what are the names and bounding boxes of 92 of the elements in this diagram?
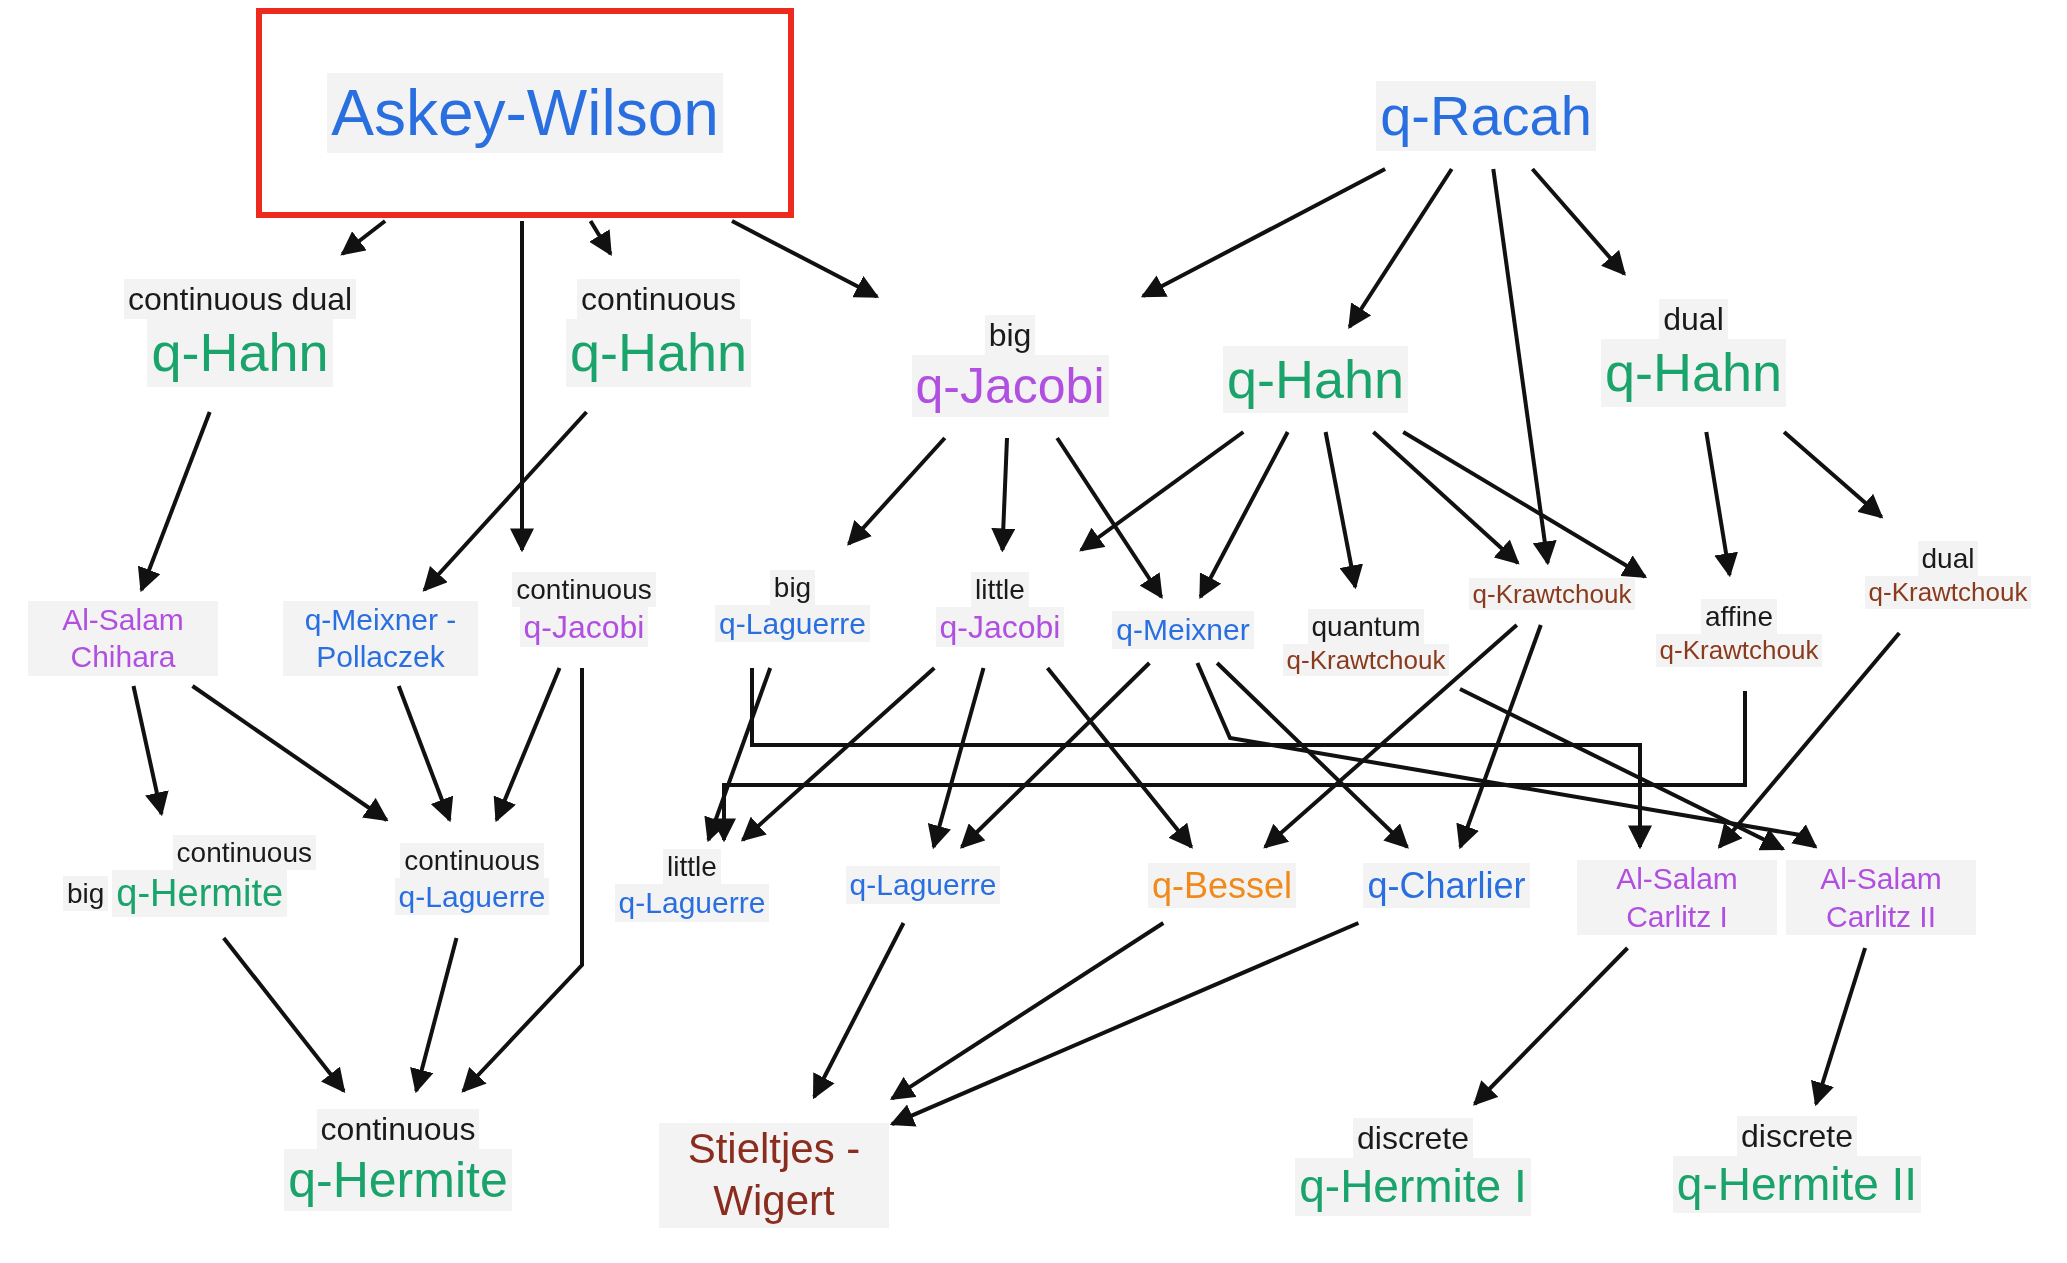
arrow: [1473, 946, 1629, 1106]
polynomial-name: q-Krawtchouk: [1864, 576, 2032, 609]
qualifier-text: continuous: [400, 842, 544, 878]
polynomial-name: q-Hermite: [284, 1148, 512, 1212]
arrow: [1456, 624, 1543, 850]
polynomial-name: q-Laguerre: [614, 884, 770, 922]
arrow: [493, 667, 562, 823]
arrow: [1704, 431, 1738, 578]
arrow: [1079, 430, 1245, 552]
polynomial-name: Stieltjes - Wigert: [659, 1122, 889, 1228]
qualifier-text: discrete: [1736, 1115, 1857, 1156]
arrow: [712, 691, 1747, 843]
arrow: [1459, 687, 1786, 851]
arrow: [191, 684, 389, 822]
arrow: [1195, 662, 1818, 849]
qualifier-text: continuous: [316, 1108, 480, 1149]
arrow: [510, 221, 534, 553]
arrow: [960, 661, 1151, 849]
polynomial-name: q-Krawtchouk: [1468, 577, 1636, 611]
polynomial-name: q-Charlier: [1363, 862, 1530, 908]
arrow: [1198, 431, 1290, 600]
arrow: [890, 921, 1165, 1101]
arrow: [1045, 666, 1193, 849]
arrow: [1530, 167, 1626, 276]
arrow: [461, 668, 584, 1093]
arrow: [1215, 661, 1409, 849]
qualifier-text: discrete: [1352, 1118, 1473, 1159]
arrow: [422, 410, 588, 592]
polynomial-name: q-Hermite II: [1672, 1155, 1922, 1214]
arrow: [1323, 431, 1363, 590]
polynomial-name: q-Meixner: [1112, 611, 1254, 649]
arrow: [1140, 167, 1387, 298]
polynomial-name: q-Hahn: [565, 319, 752, 387]
arrow: [1372, 430, 1520, 565]
arrow: [1347, 167, 1454, 329]
arrow: [889, 921, 1360, 1127]
polynomial-name: Al-Salam Carlitz I: [1577, 860, 1777, 935]
arrow: [340, 219, 387, 256]
qualifier-text: big: [984, 314, 1036, 355]
arrow: [222, 936, 346, 1093]
arrow: [1402, 430, 1648, 579]
arrow: [704, 667, 773, 843]
arrow: [131, 685, 169, 817]
polynomial-name: Al-Salam Carlitz II: [1786, 860, 1976, 935]
polynomial-name: q-Laguerre: [394, 877, 550, 916]
arrow: [588, 219, 613, 257]
qualifier-text: little: [663, 849, 721, 885]
polynomial-name: q-Laguerre: [845, 866, 1001, 904]
polynomial-name: q-Jacobi: [935, 606, 1065, 647]
arrow: [137, 411, 212, 593]
polynomial-name: q-Bessel: [1147, 862, 1297, 908]
arrow: [847, 436, 947, 546]
qualifier-text: big: [769, 569, 816, 605]
polynomial-name: Askey-Wilson: [327, 73, 723, 153]
qualifier-text: quantum: [1307, 608, 1425, 644]
polynomial-name: Al-Salam Chihara: [28, 600, 218, 676]
arrow: [927, 667, 986, 850]
arrow: [1782, 430, 1884, 519]
polynomial-name: q-Racah: [1376, 81, 1596, 151]
arrow: [750, 668, 1652, 850]
qualifier-text: continuous dual: [123, 279, 357, 320]
polynomial-name: q-Hermite: [112, 869, 288, 918]
polynomial-name: q-Krawtchouk: [1282, 643, 1450, 677]
qualifier-text: continuous: [172, 834, 316, 870]
polynomial-name: q-Krawtchouk: [1655, 634, 1823, 667]
qualifier-text: little: [971, 571, 1029, 607]
qualifier-text: continuous: [512, 571, 656, 607]
arrow: [396, 685, 454, 823]
polynomial-name: q-Hermite I: [1295, 1158, 1531, 1216]
arrow: [1491, 168, 1557, 566]
qualifier-text: dual: [1917, 541, 1979, 577]
arrow: [1055, 436, 1164, 599]
arrow: [410, 937, 459, 1094]
arrow: [991, 437, 1016, 553]
arrow: [1717, 631, 1901, 849]
arrow: [740, 666, 936, 842]
polynomial-name: q-Hahn: [147, 319, 333, 387]
polynomial-name: q-Meixner - Pollaczek: [283, 600, 478, 676]
arrow: [1263, 623, 1519, 849]
qualifier-text: big: [62, 876, 109, 911]
polynomial-name: q-Jacobi: [519, 606, 649, 647]
polynomial-name: q-Hahn: [1222, 345, 1409, 414]
arrow: [1811, 947, 1867, 1107]
polynomial-name: q-Laguerre: [715, 604, 870, 643]
polynomial-name: q-Hahn: [1600, 339, 1787, 407]
qualifier-text: dual: [1659, 299, 1728, 340]
arrow: [731, 219, 880, 299]
highlight-frame: [256, 8, 794, 218]
qualifier-text: affine: [1701, 599, 1777, 635]
arrow: [812, 922, 906, 1100]
polynomial-name: q-Jacobi: [911, 354, 1109, 418]
qualifier-text: continuous: [577, 279, 740, 320]
